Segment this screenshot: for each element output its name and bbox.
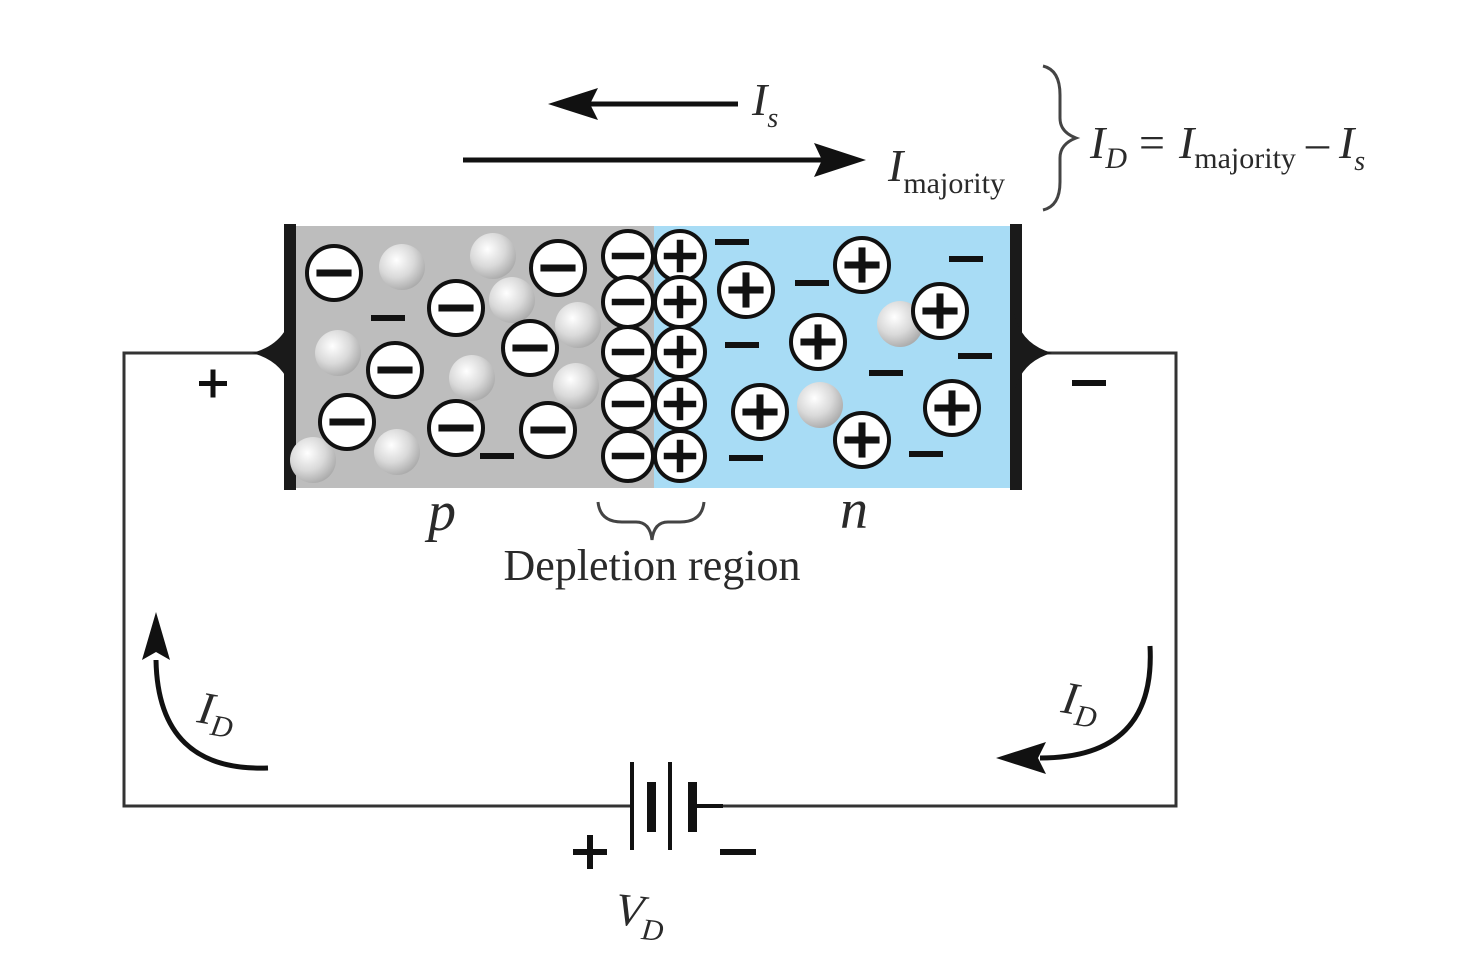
acceptor-ion (529, 239, 587, 297)
free-electron (909, 451, 943, 457)
free-electron (729, 455, 763, 461)
donor-ion (789, 313, 847, 371)
depletion-brace (596, 501, 706, 541)
free-electron (371, 315, 405, 321)
free-electron (869, 370, 903, 376)
left-current-label: ID (192, 681, 240, 745)
donor-ion (833, 236, 891, 294)
vd-label: VD (612, 883, 668, 948)
hole-carrier (555, 302, 601, 348)
donor-ion (923, 379, 981, 437)
is-arrow (548, 88, 738, 120)
is-label: Is (751, 74, 778, 134)
donor-ion (717, 261, 775, 319)
depletion-negative-ion (601, 325, 655, 379)
hole-carrier (470, 233, 516, 279)
hole-carrier (290, 437, 336, 483)
donor-ion (911, 282, 969, 340)
depletion-positive-ion (653, 377, 707, 431)
depletion-negative-ion (601, 275, 655, 329)
depletion-positive-ion (653, 275, 707, 329)
p-region-label: p (424, 481, 456, 543)
acceptor-ion (318, 393, 376, 451)
circuit-wire (122, 351, 1178, 808)
depletion-negative-ion (601, 229, 655, 283)
charge-carriers (290, 229, 992, 483)
free-electron (958, 353, 992, 359)
free-electron (949, 256, 983, 262)
acceptor-ion (519, 401, 577, 459)
acceptor-ion (366, 341, 424, 399)
hole-carrier (797, 382, 843, 428)
positive-terminal-sign (199, 369, 227, 398)
right-current-arrow (996, 645, 1153, 774)
free-electron (725, 342, 759, 348)
hole-carrier (449, 355, 495, 401)
right-current-label: ID (1056, 671, 1104, 735)
n-region-label: n (840, 479, 868, 541)
donor-ion (833, 411, 891, 469)
acceptor-ion (305, 244, 363, 302)
acceptor-ion (501, 319, 559, 377)
left-terminal (252, 224, 296, 490)
free-electron (795, 280, 829, 286)
id-equation: ID=Imajority–Is (1089, 117, 1365, 177)
depletion-positive-ion (653, 429, 707, 483)
left-current-arrow (142, 612, 269, 771)
battery-negative-sign (720, 849, 756, 855)
battery-symbol (626, 762, 723, 862)
hole-carrier (489, 277, 535, 323)
depletion-region-label: Depletion region (504, 541, 801, 590)
imajority-label: Imajority (887, 140, 1005, 200)
hole-carrier (379, 244, 425, 290)
acceptor-ion (427, 399, 485, 457)
depletion-positive-ion (653, 229, 707, 283)
donor-ion (731, 383, 789, 441)
depletion-positive-ion (653, 325, 707, 379)
imajority-arrow (463, 143, 866, 177)
free-electron (715, 239, 749, 245)
negative-terminal-sign (1072, 380, 1106, 386)
acceptor-ion (427, 279, 485, 337)
hole-carrier (553, 363, 599, 409)
depletion-negative-ion (601, 429, 655, 483)
summary-brace (1042, 64, 1081, 212)
hole-carrier (374, 429, 420, 475)
right-terminal (1010, 224, 1052, 490)
free-electron (480, 453, 514, 459)
battery-positive-sign (573, 835, 607, 869)
hole-carrier (315, 330, 361, 376)
depletion-negative-ion (601, 377, 655, 431)
